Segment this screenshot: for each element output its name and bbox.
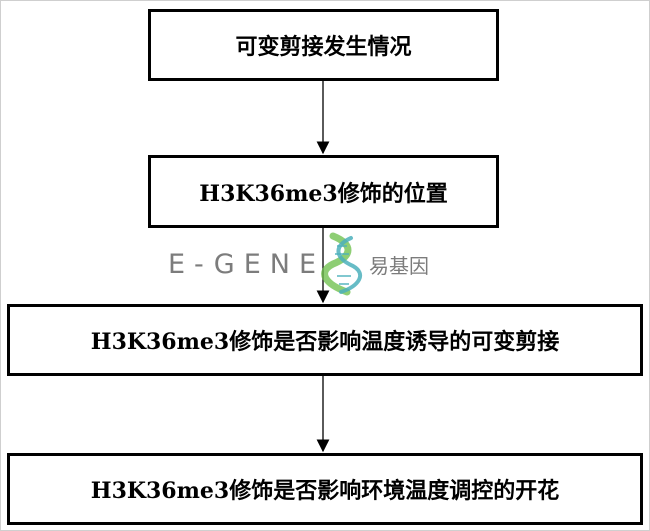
flow-box-label: H3K36me3修饰是否影响温度诱导的可变剪接 (90, 329, 560, 355)
flow-box-temperature-splicing: H3K36me3修饰是否影响温度诱导的可变剪接 (7, 304, 643, 376)
flow-box-label: 可变剪接发生情况 (235, 34, 412, 60)
flow-box-temperature-flowering: H3K36me3修饰是否影响环境温度调控的开花 (7, 453, 643, 525)
dna-helix-logo-icon (321, 232, 363, 296)
flow-box-alternative-splicing: 可变剪接发生情况 (148, 9, 499, 81)
e-gene-watermark: E-GENE 易基因 (168, 232, 429, 296)
watermark-brand-text: E-GENE (168, 248, 326, 280)
flow-box-label: H3K36me3修饰是否影响环境温度调控的开花 (90, 478, 560, 504)
watermark-brand-cn: 易基因 (369, 253, 430, 278)
flow-box-h3k36me3-position: H3K36me3修饰的位置 (148, 155, 499, 228)
flow-box-label: H3K36me3修饰的位置 (199, 180, 448, 207)
